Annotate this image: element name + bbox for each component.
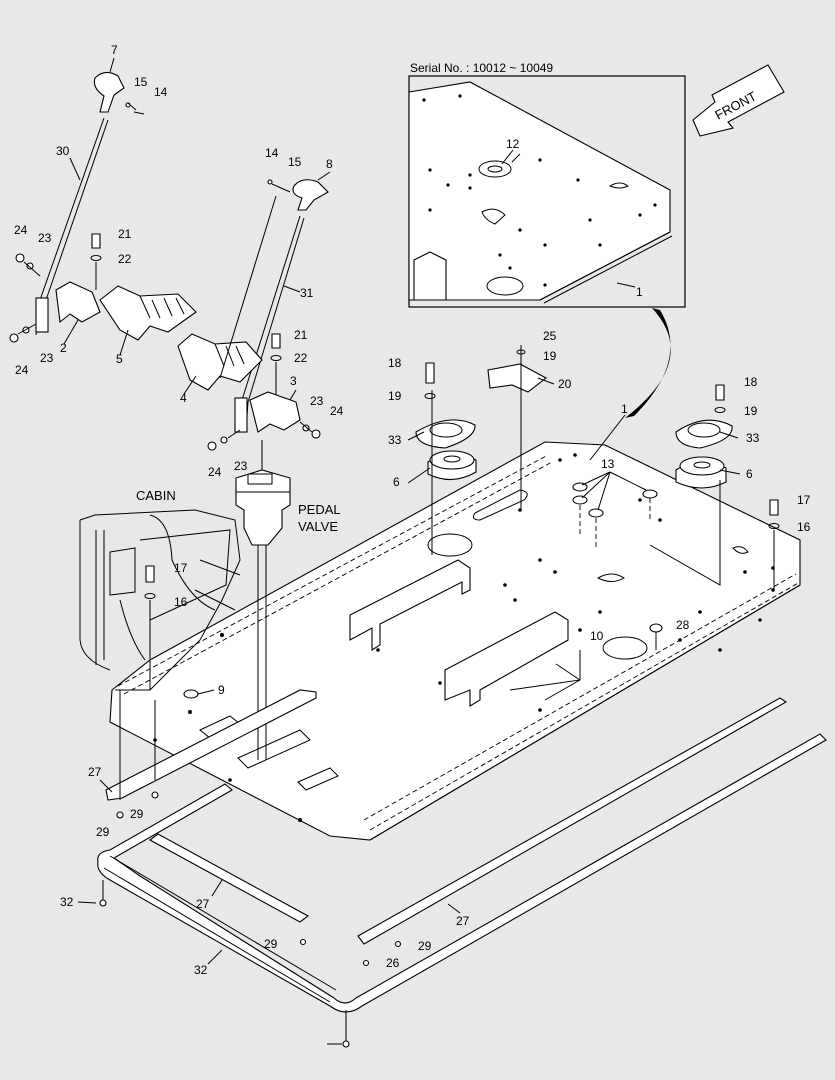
callout: 31 <box>300 286 314 300</box>
callout: 19 <box>388 389 402 403</box>
callout: 17 <box>797 493 811 507</box>
callouts: 7 15 14 30 14 15 8 24 23 21 22 31 2 5 21… <box>14 43 811 977</box>
callout: 6 <box>746 467 753 481</box>
callout: 22 <box>118 252 132 266</box>
callout: 29 <box>130 807 144 821</box>
callout: 15 <box>134 75 148 89</box>
callout: 33 <box>388 433 402 447</box>
callout: 25 <box>543 329 557 343</box>
callout: 4 <box>180 391 187 405</box>
callout: 26 <box>386 956 400 970</box>
callout: 27 <box>196 897 210 911</box>
inset-title: Serial No. : 10012 ~ 10049 <box>410 61 553 75</box>
callout: 1 <box>636 285 643 299</box>
callout: 23 <box>38 231 52 245</box>
callout: 19 <box>744 404 758 418</box>
callout: 24 <box>330 404 344 418</box>
callout: 23 <box>40 351 54 365</box>
callout: 32 <box>194 963 208 977</box>
cabin-outline: CABIN <box>79 488 241 691</box>
callout: 18 <box>388 356 402 370</box>
callout: 30 <box>56 144 70 158</box>
callout: 27 <box>456 914 470 928</box>
callout: 24 <box>14 223 28 237</box>
callout: 6 <box>393 475 400 489</box>
cabin-label: CABIN <box>136 488 176 503</box>
floor-mat-frame <box>97 733 827 1048</box>
callout: 8 <box>326 157 333 171</box>
callout: 14 <box>154 85 168 99</box>
trim-bottom-left <box>148 833 310 923</box>
callout: 16 <box>174 595 188 609</box>
callout: 18 <box>744 375 758 389</box>
callout: 28 <box>676 618 690 632</box>
callout: 15 <box>288 155 302 169</box>
trim-left <box>105 689 317 819</box>
callout: 19 <box>543 349 557 363</box>
callout: 13 <box>601 457 615 471</box>
front-arrow: FRONT <box>692 64 785 137</box>
callout-1b: 1 <box>621 402 628 416</box>
callout: 27 <box>88 765 102 779</box>
callout: 5 <box>116 352 123 366</box>
serial-inset: Serial No. : 10012 ~ 10049 <box>408 61 686 308</box>
callout: 3 <box>290 374 297 388</box>
pedal-label-2: VALVE <box>298 519 338 534</box>
callout: 22 <box>294 351 308 365</box>
bolt-right <box>768 499 780 590</box>
bolt-left <box>144 565 199 699</box>
callout: 17 <box>174 561 188 575</box>
callout: 10 <box>590 629 604 643</box>
callout: 14 <box>265 146 279 160</box>
callout: 16 <box>797 520 811 534</box>
callout: 24 <box>15 363 29 377</box>
leader-lines <box>63 57 741 1045</box>
callout: 21 <box>294 328 308 342</box>
callout: 2 <box>60 341 67 355</box>
right-pedal-assembly <box>177 179 329 451</box>
callout: 20 <box>558 377 572 391</box>
plug-28 <box>649 623 663 633</box>
callout: 9 <box>218 683 225 697</box>
callout: 12 <box>506 137 520 151</box>
callout: 21 <box>118 227 132 241</box>
trim-right <box>357 697 788 945</box>
left-pedal-assembly <box>9 71 197 343</box>
callout: 24 <box>208 465 222 479</box>
pedal-label-1: PEDAL <box>298 502 341 517</box>
floor-plate <box>109 441 801 841</box>
callout: 33 <box>746 431 760 445</box>
callout: 29 <box>264 937 278 951</box>
leader-10 <box>509 650 581 701</box>
pedal-valve: PEDAL VALVE <box>235 440 341 760</box>
callout: 32 <box>60 895 74 909</box>
callout: 7 <box>111 43 118 57</box>
mount-left <box>415 345 548 555</box>
pointer-arrow <box>625 308 671 418</box>
bumpers <box>572 471 658 550</box>
callout: 29 <box>96 825 110 839</box>
callout: 23 <box>310 394 324 408</box>
callout: 29 <box>418 939 432 953</box>
mount-right <box>649 384 733 586</box>
callout: 23 <box>234 459 248 473</box>
